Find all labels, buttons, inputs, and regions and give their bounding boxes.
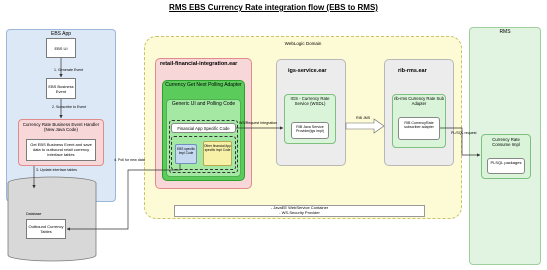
step1-label: 1. Generate Event xyxy=(54,68,84,72)
ebs-business-event-box: EBS Business Event xyxy=(46,78,76,99)
rib-rms-ear-title: rib-rms.ear xyxy=(398,68,427,74)
igs-ear-title: igs-service.ear xyxy=(288,68,327,74)
step2-label: 2. Subscribe to Event xyxy=(52,105,87,109)
financial-app-code-area xyxy=(169,120,238,173)
rms-title: RMS xyxy=(499,29,511,35)
ebs-impl-code-box: EBS specific Impl Code xyxy=(175,144,197,164)
rib-subscriber-adapter-label: RIB CurrencyRate subscriber adapter xyxy=(404,121,434,130)
ebs-business-event-label: EBS Business Event xyxy=(48,84,74,94)
other-impl-code-label: Other financial App specific impl Code xyxy=(204,144,231,152)
step4-label: 4. Poll for new data xyxy=(114,158,145,162)
plsql-packages-box: PLSQL packages xyxy=(487,158,525,174)
handler-description: Get EBS Business Event and save data to … xyxy=(30,142,92,157)
plsql-packages-label: PLSQL packages xyxy=(490,160,522,165)
consume-impl-label: Currency Rate Consume Impl xyxy=(492,137,520,148)
rib-java-service-provider-label: RIB Java Service Provider(igs impl) xyxy=(296,125,324,134)
env-line-2: - WS-Security Provider xyxy=(279,209,320,215)
ebs-app-title: EBS App xyxy=(50,31,71,37)
rib-jms-label: RIB JMS xyxy=(356,116,371,120)
database-label: Database xyxy=(26,212,42,216)
javaee-container-bar: - JavaEE WebService Container - WS-Secur… xyxy=(174,205,425,217)
rib-subscriber-adapter-box: RIB CurrencyRate subscriber adapter xyxy=(398,117,440,140)
igs-service-label: IGS - Currency Rate Service (WSDL) xyxy=(290,96,330,107)
ws-request-label: WS/Request Integration xyxy=(239,121,278,125)
outbound-currency-tables-label: Outbound Currency Tables xyxy=(28,224,64,234)
env-line-1: - JavaEE WebService Container xyxy=(270,205,329,210)
rib-sub-adapter-label: rib-rms Currency Rate Sub Adapter xyxy=(394,96,444,107)
outbound-currency-tables-box: Outbound Currency Tables xyxy=(26,219,66,239)
ebs-ui-box: EBS UI xyxy=(46,38,76,58)
weblogic-domain-title: WebLogic Domain xyxy=(284,41,322,46)
rfi-ear-title: retail-financial-integration.ear xyxy=(160,61,238,67)
ebs-ui-label: EBS UI xyxy=(54,46,68,51)
impl-code-area xyxy=(171,136,236,170)
ebs-impl-code-label: EBS specific Impl Code xyxy=(177,147,195,155)
diagram-title: RMS EBS Currency Rate integration flow (… xyxy=(169,3,378,12)
rib-java-service-provider-box: RIB Java Service Provider(igs impl) xyxy=(291,122,329,139)
handler-description-box: Get EBS Business Event and save data to … xyxy=(26,139,96,161)
financial-app-code-box: Financial App Specific Code xyxy=(171,123,236,133)
step3-label: 3. Update interface tables xyxy=(36,168,77,172)
financial-app-code-label: Financial App Specific Code xyxy=(177,126,230,131)
plsql-request-label: PL/SQL request xyxy=(451,131,477,135)
generic-ui-label: Generic UI and Polling Code xyxy=(171,101,236,107)
polling-adapter-label: Currency Get Next Polling Adapter xyxy=(165,82,242,88)
other-impl-code-box: Other financial App specific impl Code xyxy=(203,141,232,166)
handler-title: Currency Rate Business Event Handler (Ne… xyxy=(22,122,100,133)
